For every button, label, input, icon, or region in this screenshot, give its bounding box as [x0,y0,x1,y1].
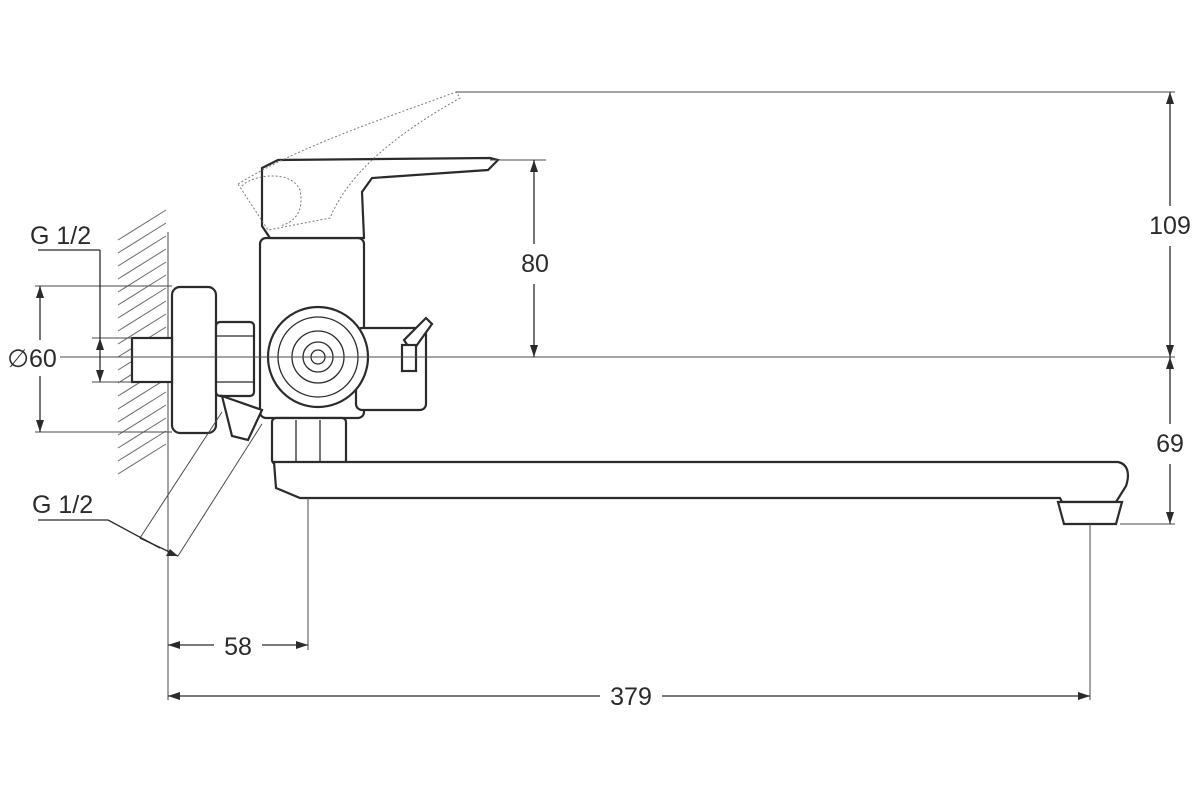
shower-outlet [220,394,264,442]
hatch-line [117,430,167,462]
hatch-line [117,378,167,410]
hatch-line [117,235,167,267]
dim-80-label: 80 [521,250,549,278]
hatch-line [117,443,167,475]
dim-69-label: 69 [1156,430,1184,458]
hatch-line [117,313,167,345]
hatch-line [117,209,167,241]
thread-shower-label: G 1/2 [32,491,93,519]
hatch-line [117,287,167,319]
spout [270,416,1129,526]
dim-58-label: 58 [224,633,252,661]
thread-wall-label: G 1/2 [30,222,91,250]
dim-379-label: 379 [610,683,652,711]
dim-diameter-60-label: ∅60 [7,345,57,373]
wall-flange [130,285,256,435]
hatch-line [117,404,167,436]
hatch-line [117,391,167,423]
dim-109-label: 109 [1149,212,1191,240]
dimension-labels: 109 80 69 379 58 ∅60 G 1/2 G 1/2 [4,206,1198,714]
hatch-line [117,417,167,449]
hatch-line [117,248,167,280]
hatch-line [117,274,167,306]
lever-handle [237,91,501,240]
hatch-line [117,261,167,293]
extension-lines [35,91,1175,700]
hatch-line [117,300,167,332]
hatch-line [117,222,167,254]
